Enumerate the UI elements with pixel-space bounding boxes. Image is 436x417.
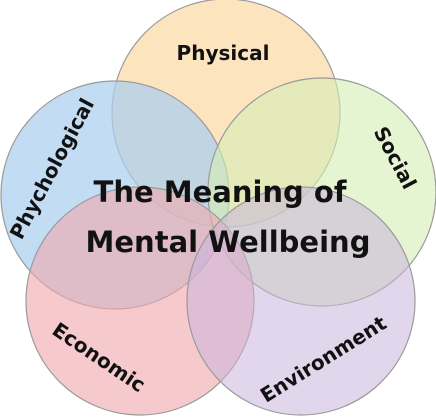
circle-environment: [186, 186, 416, 416]
center-title-line-1: The Meaning of: [94, 175, 347, 209]
label-physical: Physical: [177, 41, 270, 65]
center-title-line-2: Mental Wellbeing: [86, 225, 371, 259]
